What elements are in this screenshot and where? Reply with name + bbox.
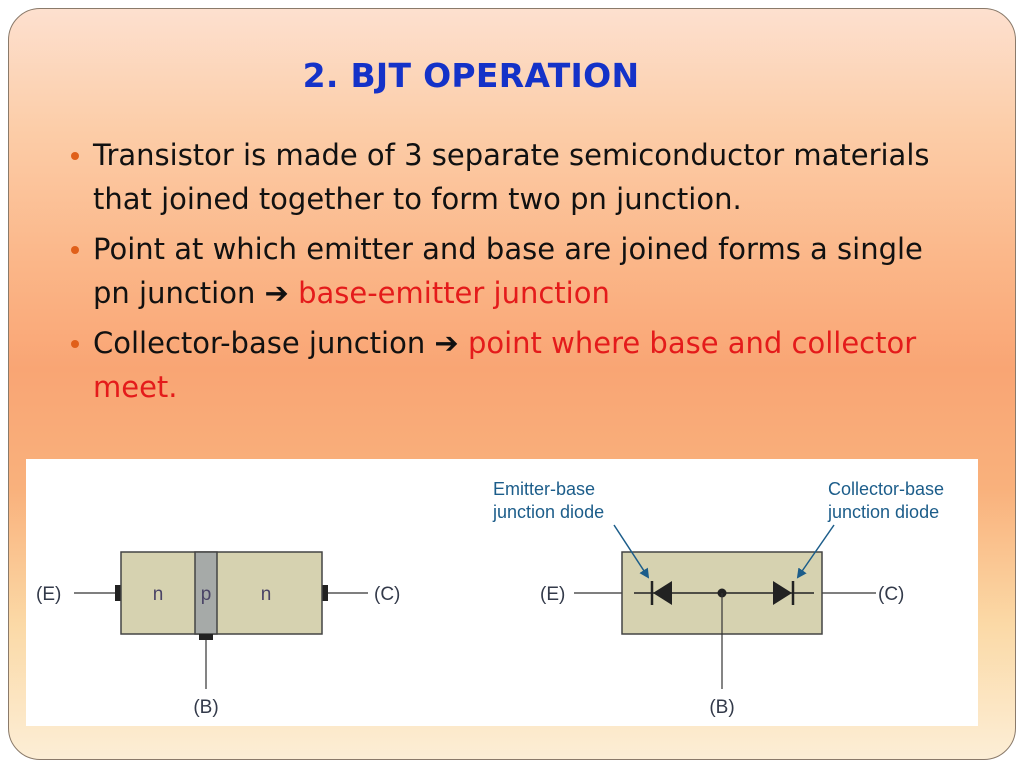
right-arrow-icon: ➔ [264,276,289,310]
emitter-region-label: n [153,584,164,605]
base-region-label: p [201,584,212,605]
collector-label: (C) [878,584,904,605]
cb-callout-line2: junction diode [827,502,939,522]
collector-region-label: n [261,584,272,605]
collector-label: (C) [374,584,400,605]
emitter-contact [115,585,121,601]
bullet-icon [71,340,79,348]
npn-structure: n p n (E) (C) (B) [36,551,400,718]
npn-block [120,551,323,635]
base-label: (B) [709,697,734,718]
bullet-item: Point at which emitter and base are join… [67,227,967,315]
collector-contact [322,585,328,601]
bullet-item: Collector-base junction ➔ point where ba… [67,321,967,409]
diode-equivalent: (E) (C) (B) Emitter-base junction diode … [492,479,944,718]
emitter-label: (E) [36,584,61,605]
eb-callout-arrow [613,524,650,579]
bullet-text: Transistor is made of 3 separate semicon… [93,138,930,216]
slide: 2. BJT OPERATION Transistor is made of 3… [8,8,1016,760]
right-arrow-icon: ➔ [434,326,459,360]
transistor-figure: n p n (E) (C) (B) (E) [26,459,978,726]
base-contact [199,634,213,640]
bullet-text: Point at which emitter and base are join… [93,232,923,310]
bullet-icon [71,246,79,254]
eb-callout-line1: Emitter-base [493,479,595,499]
transistor-diagram: n p n (E) (C) (B) (E) [36,479,944,718]
bullet-highlight: point where base and collector meet. [93,326,917,404]
slide-title: 2. BJT OPERATION [302,56,640,95]
base-label: (B) [193,697,218,718]
eb-diode-icon [653,581,672,605]
bullet-icon [71,152,79,160]
cb-diode-icon [773,581,792,605]
bullet-text: Collector-base junction [93,326,435,360]
cb-callout-line1: Collector-base [828,479,944,499]
bullet-list: Transistor is made of 3 separate semicon… [67,133,967,415]
eb-callout-line2: junction diode [492,502,604,522]
bullet-highlight: base-emitter junction [298,276,610,310]
bullet-item: Transistor is made of 3 separate semicon… [67,133,967,221]
emitter-label: (E) [540,584,565,605]
cb-callout-arrow [796,524,835,579]
